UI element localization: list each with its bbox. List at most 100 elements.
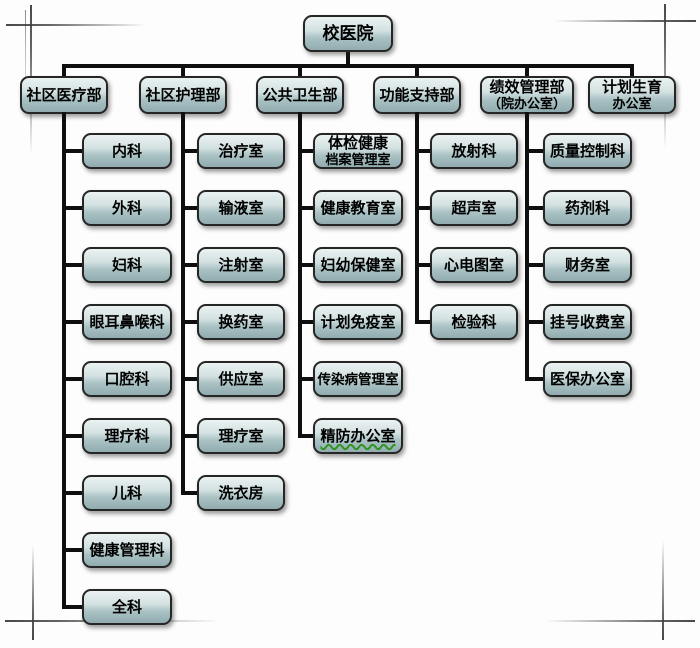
org-node: 医保办公室 — [543, 361, 632, 397]
connector-child-stub — [527, 149, 545, 153]
connector-dept-stub — [630, 64, 634, 78]
connector-trunk — [298, 112, 302, 438]
frame-corner-bottom-right-v — [662, 540, 664, 640]
org-node: 药剂科 — [543, 190, 632, 226]
frame-corner-bottom-left-v — [32, 545, 34, 640]
connector-child-stub — [183, 263, 199, 267]
org-node-label: 妇科 — [111, 256, 142, 274]
org-node: 精防办公室 — [313, 418, 403, 454]
connector-child-stub — [183, 206, 199, 210]
connector-child-stub — [417, 206, 432, 210]
org-node: 放射科 — [430, 133, 518, 169]
connector-dept-stub — [298, 64, 302, 78]
org-node: 挂号收费室 — [543, 304, 632, 340]
org-node: 眼耳鼻喉科 — [82, 304, 172, 340]
connector-child-stub — [527, 377, 545, 381]
org-node: 超声室 — [430, 190, 518, 226]
org-node-label: 医保办公室 — [549, 370, 625, 388]
org-node-label: 体检健康 — [327, 135, 388, 152]
connector-dept-stub — [525, 64, 529, 78]
org-node: 健康教育室 — [313, 190, 403, 226]
org-node-label: 儿科 — [111, 484, 142, 502]
org-node: 检验科 — [430, 304, 518, 340]
connector-child-stub — [527, 263, 545, 267]
org-node-label: 健康管理科 — [89, 541, 165, 559]
org-node: 全科 — [82, 589, 172, 625]
org-node-label: 供应室 — [218, 370, 264, 388]
org-node-label: 注射室 — [218, 256, 264, 274]
connector-child-stub — [183, 377, 199, 381]
connector-child-stub — [300, 149, 315, 153]
org-node-label: 心电图室 — [443, 256, 504, 274]
org-node-label: 传染病管理室 — [317, 371, 399, 387]
connector-child-stub — [64, 605, 84, 609]
org-node-label: 质量控制科 — [549, 142, 625, 160]
org-node: 内科 — [82, 133, 172, 169]
connector-child-stub — [64, 320, 84, 324]
org-node-label: 检验科 — [451, 313, 497, 331]
connector-child-stub — [417, 320, 432, 324]
org-node-label: 财务室 — [564, 256, 610, 274]
org-node: 财务室 — [543, 247, 632, 283]
org-node-dept: 功能支持部 — [373, 76, 461, 114]
org-node: 健康管理科 — [82, 532, 172, 568]
org-node-dept: 公共卫生部 — [256, 76, 344, 114]
org-node: 质量控制科 — [543, 133, 632, 169]
connector-child-stub — [300, 377, 315, 381]
org-node-label: 换药室 — [218, 313, 264, 331]
connector-child-stub — [64, 149, 84, 153]
org-node: 换药室 — [197, 304, 285, 340]
org-node: 洗衣房 — [197, 475, 285, 511]
org-node-label: 洗衣房 — [218, 484, 264, 502]
org-node-label: 社区医疗部 — [26, 86, 102, 104]
org-node-label: 全科 — [111, 598, 142, 616]
connector-child-stub — [417, 149, 432, 153]
org-node-label: 精防办公室 — [320, 427, 396, 445]
connector-child-stub — [300, 263, 315, 267]
org-node-dept: 计划生育办公室 — [588, 76, 676, 114]
connector-root-stub — [346, 50, 350, 68]
org-node: 治疗室 — [197, 133, 285, 169]
org-node-label: 口腔科 — [104, 370, 150, 388]
org-node: 计划免疫室 — [313, 304, 403, 340]
org-node-label: 绩效管理部 — [489, 79, 565, 96]
org-node: 外科 — [82, 190, 172, 226]
org-node-label: 理疗科 — [104, 427, 150, 445]
org-node-label: 外科 — [111, 199, 142, 217]
connector-trunk — [415, 112, 419, 324]
org-node-label: 药剂科 — [564, 199, 610, 217]
org-node: 输液室 — [197, 190, 285, 226]
org-node-label: 公共卫生部 — [262, 86, 338, 104]
frame-corner-top-left-v2 — [25, 10, 26, 110]
org-node-label: 挂号收费室 — [549, 313, 625, 331]
org-node: 传染病管理室 — [313, 361, 403, 397]
connector-child-stub — [64, 377, 84, 381]
connector-child-stub — [183, 491, 199, 495]
connector-child-stub — [64, 206, 84, 210]
org-node-label: 计划免疫室 — [320, 313, 396, 331]
connector-dept-stub — [62, 64, 66, 78]
connector-child-stub — [183, 149, 199, 153]
frame-corner-top-left-h — [6, 24, 146, 26]
org-node-label: 计划生育 — [601, 79, 662, 96]
org-node-dept: 社区护理部 — [139, 76, 227, 114]
org-node: 体检健康档案管理室 — [313, 133, 403, 169]
org-node: 口腔科 — [82, 361, 172, 397]
org-node-label: 功能支持部 — [379, 86, 455, 104]
org-node-label: 校医院 — [322, 24, 374, 43]
connector-trunk — [181, 112, 185, 495]
org-node-label: 社区护理部 — [145, 86, 221, 104]
frame-corner-bottom-right-h — [545, 620, 695, 622]
org-node-label: 眼耳鼻喉科 — [89, 313, 165, 331]
connector-child-stub — [183, 320, 199, 324]
connector-child-stub — [527, 320, 545, 324]
org-node: 供应室 — [197, 361, 285, 397]
org-node-label: 妇幼保健室 — [320, 256, 396, 274]
org-node: 妇科 — [82, 247, 172, 283]
org-node-label: 治疗室 — [218, 142, 264, 160]
connector-dept-stub — [181, 64, 185, 78]
connector-child-stub — [64, 548, 84, 552]
connector-trunk — [62, 112, 66, 609]
org-node: 理疗室 — [197, 418, 285, 454]
